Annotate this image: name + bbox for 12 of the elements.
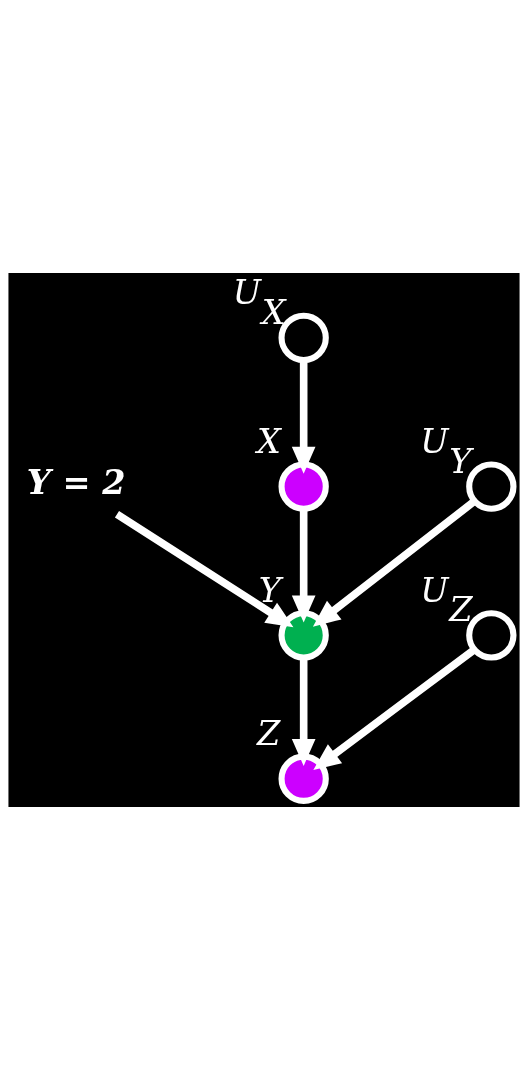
- node-text: Y = 2: [26, 461, 126, 502]
- arrow: [291, 509, 316, 623]
- arrow: [291, 657, 316, 766]
- arrow: [313, 646, 477, 771]
- node-circle: [278, 461, 329, 512]
- arrow: [291, 360, 316, 474]
- node-label: X: [257, 422, 282, 462]
- arrow: [114, 510, 294, 628]
- node-circle: [278, 753, 329, 804]
- node-circle: [278, 610, 329, 661]
- arrow: [312, 498, 477, 627]
- node-label: Z: [257, 714, 281, 754]
